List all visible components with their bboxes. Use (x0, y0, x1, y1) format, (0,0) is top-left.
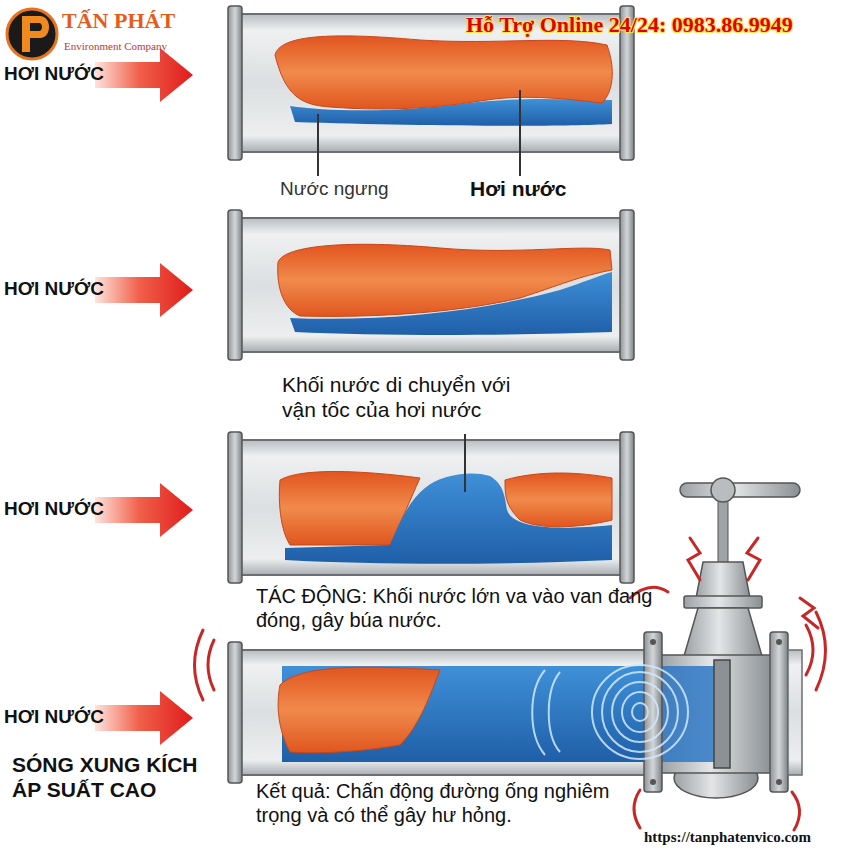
callout-label: Khối nước di chuyển với vận tốc của hơi … (282, 372, 544, 422)
website-url: https://tanphatenvico.com (644, 828, 811, 846)
brand-name: TẤN PHÁT (62, 8, 175, 34)
vibration-zigzag (800, 598, 818, 628)
flow-label: HƠI NƯỚC (4, 498, 104, 521)
water-slug (285, 473, 612, 563)
bolt (776, 639, 782, 645)
valve-flange (644, 632, 662, 792)
flow-label: HƠI NƯỚC (4, 706, 104, 729)
steam-body (278, 244, 612, 316)
impact-note: TÁC ĐỘNG: Khối nước lớn va vào van đang … (256, 584, 658, 632)
valve-hub (711, 478, 735, 502)
pipe (240, 440, 622, 575)
steam-arrow (95, 483, 193, 537)
vibration-arc (816, 612, 826, 690)
vibration-zigzag (688, 538, 700, 580)
valve-gate (714, 660, 730, 768)
pipe-flange (228, 6, 242, 160)
steam-body (278, 667, 440, 753)
brand-subtitle: Environment Company (64, 40, 167, 53)
ripple (632, 703, 648, 721)
vibration-marks (195, 538, 826, 830)
pipe (240, 218, 622, 352)
valve-yoke (696, 562, 750, 598)
valve-body (660, 655, 772, 773)
vibration-arc (195, 630, 204, 700)
steam-body (275, 36, 612, 109)
vibration-arc (634, 790, 640, 828)
valve-bonnet (684, 608, 762, 656)
bolt (650, 639, 656, 645)
flow-label: HƠI NƯỚC (4, 63, 104, 86)
leader-line (519, 90, 521, 176)
pipe-flange (620, 432, 634, 583)
ripple (612, 682, 668, 742)
logo-mark (22, 16, 49, 52)
callout-label: Nước ngưng (280, 178, 389, 201)
valve-stem (718, 496, 728, 566)
ripple (532, 670, 545, 755)
flow-label: HƠI NƯỚC (4, 278, 104, 301)
ripple (622, 692, 658, 732)
steam-arrow (95, 48, 193, 102)
shock-wave-label: SÓNG XUNG KÍCH ÁP SUẤT CAO (12, 752, 227, 802)
vibration-arc (208, 640, 214, 690)
bolt (650, 779, 656, 785)
vibration-arc (806, 625, 813, 675)
result-note: Kết quả: Chấn động đường ống nghiêm trọn… (256, 779, 636, 827)
leader-line (464, 434, 466, 492)
valve-bonnet-flange (684, 596, 762, 608)
ripple (602, 672, 678, 752)
steam-arrow (95, 691, 193, 745)
steam-body (505, 473, 612, 527)
pipe-flange (228, 210, 242, 360)
vibration-arc (792, 792, 800, 830)
logo-circle (7, 9, 57, 59)
pipe-flange (228, 642, 242, 783)
ripple (592, 665, 688, 759)
leader-line (317, 114, 319, 176)
valve-handwheel (680, 483, 800, 497)
hotline: Hỗ Trợ Online 24/24: 0983.86.9949 (466, 12, 793, 38)
pipe (240, 650, 652, 775)
steam-arrow (95, 263, 193, 317)
pipe-flange (228, 432, 242, 583)
ripple (549, 672, 560, 752)
callout-label: Hơi nước (470, 176, 566, 201)
valve-flange (770, 632, 788, 792)
vibration-zigzag (747, 538, 760, 580)
pipe (788, 650, 802, 775)
bolt (776, 779, 782, 785)
pipe-flange (620, 210, 634, 360)
shock-ripples (532, 665, 688, 759)
